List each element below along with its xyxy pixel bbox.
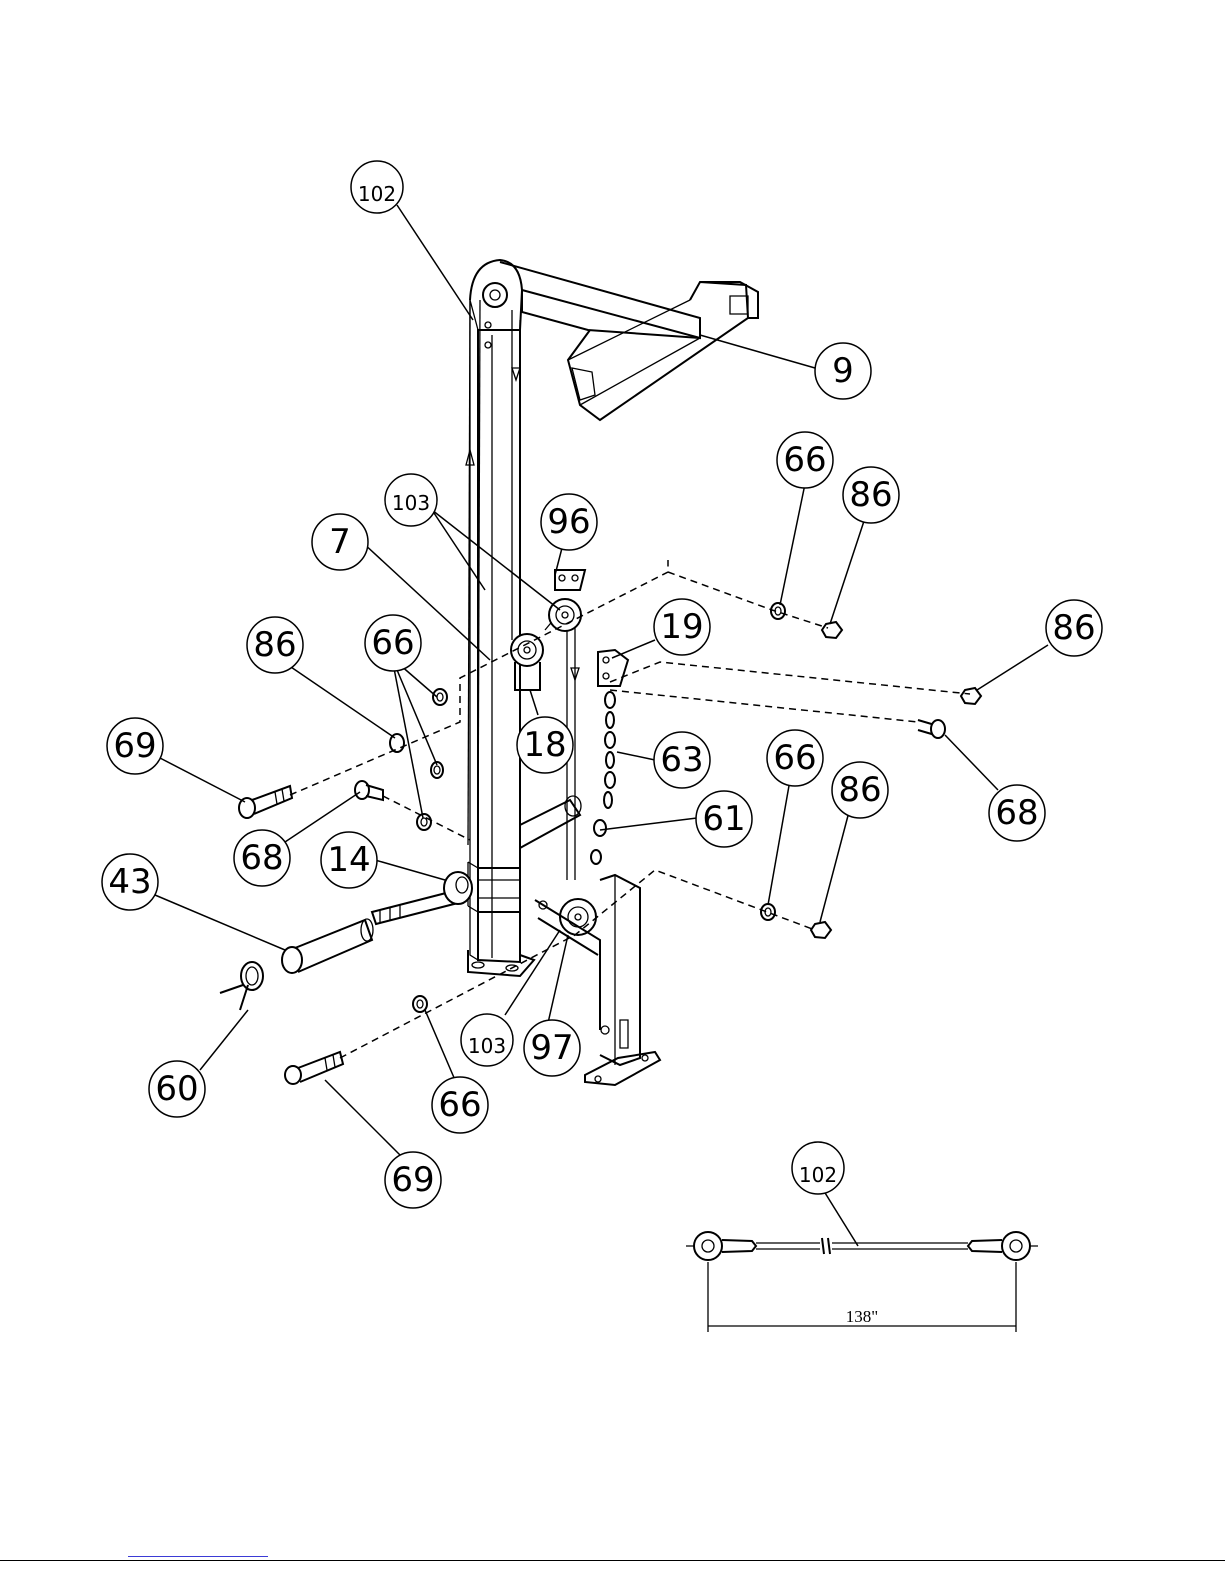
svg-text:63: 63: [660, 740, 703, 780]
callout-63: 63: [654, 732, 710, 788]
svg-text:66: 66: [773, 738, 816, 778]
callout-68-right: 68: [989, 785, 1045, 841]
svg-text:86: 86: [253, 625, 296, 665]
svg-text:68: 68: [240, 838, 283, 878]
callout-66-right-mid: 66: [767, 730, 823, 786]
callout-7: 7: [312, 514, 368, 570]
svg-text:14: 14: [327, 840, 370, 880]
callout-19: 19: [654, 599, 710, 655]
callout-18: 18: [517, 717, 573, 773]
footer-rule: [0, 1560, 1225, 1561]
callout-102-top: 102: [351, 161, 403, 213]
svg-text:103: 103: [392, 491, 430, 515]
svg-text:86: 86: [838, 770, 881, 810]
svg-text:66: 66: [783, 440, 826, 480]
svg-text:68: 68: [995, 793, 1038, 833]
svg-text:69: 69: [113, 726, 156, 766]
svg-text:66: 66: [438, 1085, 481, 1125]
callout-9: 9: [815, 343, 871, 399]
callout-61: 61: [696, 791, 752, 847]
callout-69-top: 69: [107, 718, 163, 774]
callout-86-left: 86: [247, 617, 303, 673]
cable-detail-102: 102 138": [686, 1142, 1038, 1332]
shaft-part-14: [372, 872, 472, 924]
footer-link-underline: [128, 1556, 268, 1557]
svg-text:86: 86: [1052, 608, 1095, 648]
callout-86-right-low: 86: [832, 762, 888, 818]
svg-text:43: 43: [108, 862, 151, 902]
callout-68-left: 68: [234, 830, 290, 886]
callout-43: 43: [102, 854, 158, 910]
foam-pad-part-43: [282, 919, 373, 973]
callout-103-top: 103: [385, 474, 437, 526]
svg-text:102: 102: [358, 182, 396, 206]
svg-text:96: 96: [547, 502, 590, 542]
svg-text:9: 9: [832, 351, 854, 391]
svg-text:66: 66: [371, 623, 414, 663]
spring-clip-part-60: [220, 962, 263, 1010]
svg-text:7: 7: [329, 522, 351, 562]
svg-text:69: 69: [391, 1160, 434, 1200]
callout-60: 60: [149, 1061, 205, 1117]
svg-text:18: 18: [523, 725, 566, 765]
svg-text:103: 103: [468, 1034, 506, 1058]
chain-part-63: [591, 692, 615, 864]
callout-86-right-top: 86: [843, 467, 899, 523]
callout-96: 96: [541, 494, 597, 550]
svg-text:60: 60: [155, 1069, 198, 1109]
svg-text:19: 19: [660, 607, 703, 647]
callout-14: 14: [321, 832, 377, 888]
leader-lines: [155, 205, 1048, 1246]
callout-66-bottom: 66: [432, 1077, 488, 1133]
svg-text:138": 138": [846, 1307, 878, 1326]
callout-66-left: 66: [365, 615, 421, 671]
svg-text:61: 61: [702, 799, 745, 839]
svg-text:86: 86: [849, 475, 892, 515]
callout-97: 97: [524, 1020, 580, 1076]
callout-103-bottom: 103: [461, 1014, 513, 1066]
cross-tube: [520, 796, 581, 848]
callout-66-right-top: 66: [777, 432, 833, 488]
callout-69-bottom: 69: [385, 1152, 441, 1208]
main-upright-frame: [468, 260, 534, 976]
callout-86-right-mid: 86: [1046, 600, 1102, 656]
svg-text:97: 97: [530, 1028, 573, 1068]
svg-text:102: 102: [799, 1163, 837, 1187]
